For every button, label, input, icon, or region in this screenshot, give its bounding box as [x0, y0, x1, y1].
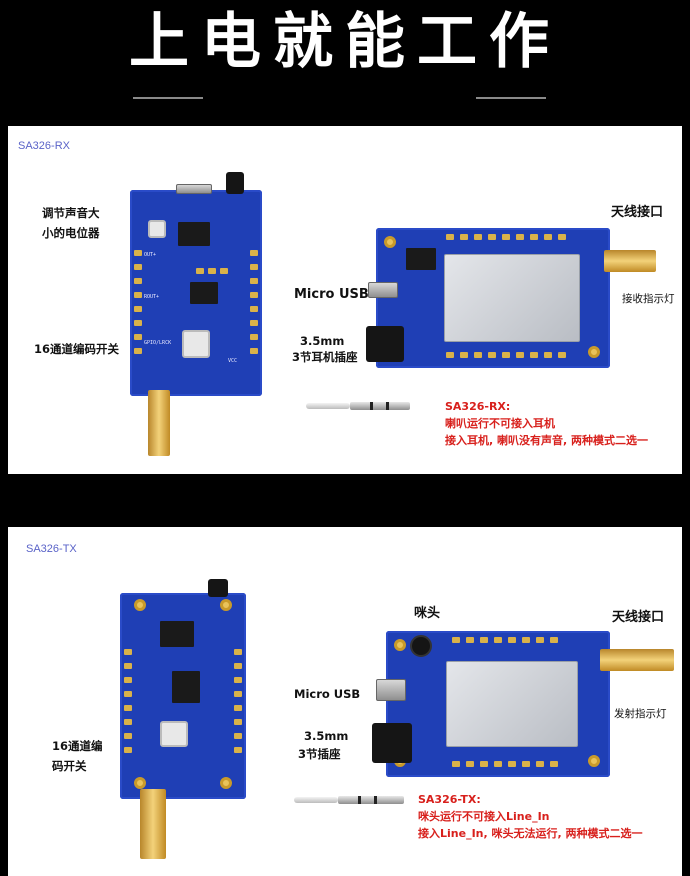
channel-switch-label-line2: 码开关	[52, 759, 87, 773]
jack-label-line2: 3节耳机插座	[292, 350, 358, 364]
antenna-label: 天线接口	[611, 205, 664, 220]
transmit-led-label: 发射指示灯	[614, 708, 667, 720]
rx-panel: SA326-RX OUT+ ROUT+ GPIO/LRCK VCC 调节声音大 …	[8, 126, 682, 474]
rx-board-side-photo	[376, 228, 610, 368]
volume-pot-label-line2: 小的电位器	[42, 226, 100, 240]
tx-board-front-photo	[120, 579, 246, 799]
volume-pot-label-line1: 调节声音大	[42, 206, 100, 220]
sma-antenna-connector	[600, 649, 674, 671]
chip	[406, 248, 436, 270]
tx-note-line2: 咪头运行不可接入Line_In	[418, 810, 550, 823]
cable	[306, 403, 350, 409]
rx-note-line3: 接入耳机, 喇叭没有声音, 两种模式二选一	[445, 434, 649, 447]
rx-panel-label: SA326-RX	[18, 140, 70, 152]
sma-antenna-connector	[148, 390, 170, 456]
micro-usb-port	[368, 282, 398, 298]
audio-plug	[338, 796, 404, 804]
micro-usb-label: Micro USB	[294, 287, 369, 302]
tx-panel-label: SA326-TX	[26, 543, 77, 555]
rf-module-shield	[446, 661, 578, 747]
rx-note-line2: 喇叭运行不可接入耳机	[445, 417, 555, 430]
header-banner: 上电就能工作	[0, 0, 690, 120]
line-in-jack	[372, 723, 412, 763]
volume-potentiometer	[148, 220, 166, 238]
chip	[160, 621, 194, 647]
chip	[178, 222, 210, 246]
channel-switch-label-line1: 16通道编	[52, 739, 103, 753]
sma-antenna-connector	[140, 789, 166, 859]
microphone	[410, 635, 432, 657]
micro-usb-port	[376, 679, 406, 701]
header-divider-right	[476, 97, 546, 99]
page-title: 上电就能工作	[129, 7, 561, 77]
tx-note-line1: SA326-TX:	[418, 793, 481, 806]
micro-usb-label: Micro USB	[294, 687, 361, 701]
antenna-label: 天线接口	[612, 610, 665, 625]
chip	[172, 671, 200, 703]
jack-label-line1: 3.5mm	[300, 334, 345, 348]
rf-module-shield	[444, 254, 580, 342]
audio-jack	[208, 579, 228, 597]
receive-led-label: 接收指示灯	[622, 293, 675, 305]
sma-antenna-connector	[604, 250, 656, 272]
audio-jack	[226, 172, 244, 194]
mic-label: 咪头	[414, 606, 441, 621]
cable	[294, 797, 338, 803]
audio-plug	[350, 402, 410, 410]
channel-switch-label: 16通道编码开关	[34, 342, 120, 356]
rx-board-front-photo: OUT+ ROUT+ GPIO/LRCK VCC	[130, 172, 262, 396]
jack-label-line1: 3.5mm	[304, 729, 349, 743]
usb-connector	[176, 184, 212, 194]
tx-note-line3: 接入Line_In, 咪头无法运行, 两种模式二选一	[418, 827, 643, 840]
rx-note-line1: SA326-RX:	[445, 400, 511, 413]
tx-panel: SA326-TX 16通道编 码开关 咪头 天线接口 Micro USB 发射指…	[8, 527, 682, 876]
section-separator	[0, 474, 690, 527]
header-divider-left	[133, 97, 203, 99]
chip	[190, 282, 218, 304]
channel-rotary-switch	[160, 721, 188, 747]
channel-rotary-switch	[182, 330, 210, 358]
jack-label-line2: 3节插座	[298, 747, 341, 761]
headphone-jack	[366, 326, 404, 362]
